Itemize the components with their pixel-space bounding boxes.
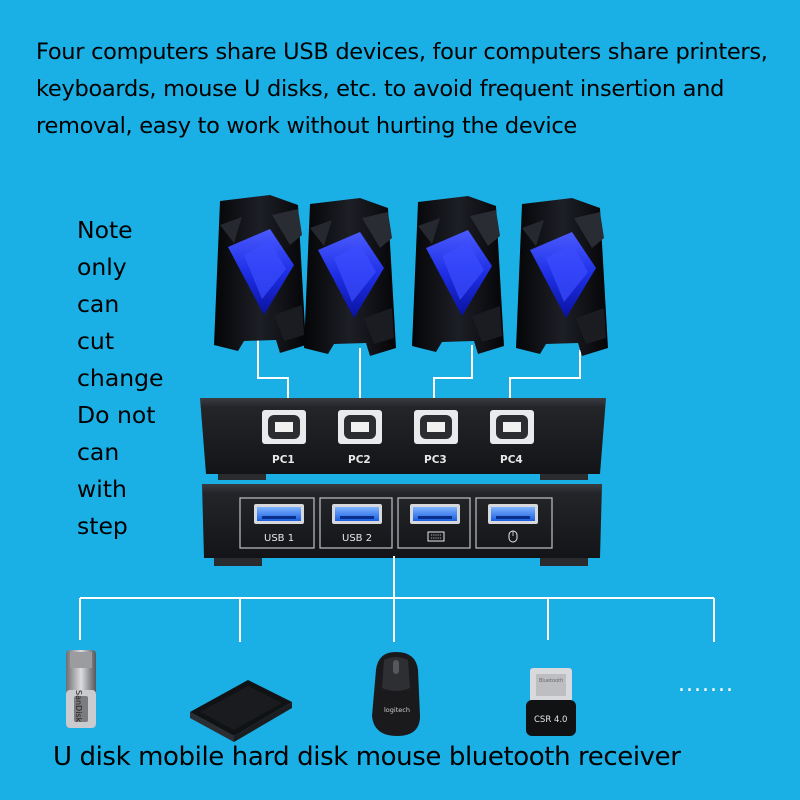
pc-port[interactable] (338, 410, 382, 444)
note-line: can (77, 290, 120, 318)
computer-tower-icon (214, 195, 306, 353)
usb-port[interactable] (488, 504, 538, 524)
usb-port-label: USB 2 (342, 533, 372, 544)
computer-tower-icon (304, 198, 396, 356)
kvm-switch-pc-side (200, 398, 606, 480)
device-cables (79, 556, 715, 642)
note-line: Do not (77, 401, 156, 429)
usb-port[interactable] (332, 504, 382, 524)
hard-disk-icon (190, 680, 292, 742)
keyboard-icon (427, 531, 445, 542)
pc-port-label: PC4 (500, 454, 523, 466)
note-line: cut (77, 327, 115, 355)
computer-tower-icon (516, 198, 608, 356)
headline-line-1: Four computers share USB devices, four c… (36, 39, 768, 65)
pc-port-label: PC1 (272, 454, 295, 466)
usb-disk-icon: SanDisk (66, 650, 96, 728)
note-text: Note only can cut change Do not can with… (77, 212, 163, 545)
bluetooth-small-brand: Bluetooth (539, 678, 563, 684)
pc-port[interactable] (262, 410, 306, 444)
pc-port[interactable] (414, 410, 458, 444)
pc-port-label: PC3 (424, 454, 447, 466)
mouse-brand: logitech (384, 706, 410, 714)
note-line: can (77, 438, 120, 466)
pc-port-label: PC2 (348, 454, 371, 466)
usb-port[interactable] (410, 504, 460, 524)
usb-port[interactable] (254, 504, 304, 524)
more-devices: ....... (678, 672, 734, 697)
note-line: only (77, 253, 127, 281)
note-line: step (77, 512, 128, 540)
note-line: with (77, 475, 127, 503)
mouse-icon (508, 530, 518, 543)
usb-port-label: USB 1 (264, 533, 294, 544)
bluetooth-receiver-icon: Bluetooth CSR 4.0 (526, 668, 576, 736)
computer-tower-icon (412, 196, 504, 354)
mouse-device-icon: logitech (372, 652, 420, 736)
kvm-switch-usb-side (202, 484, 602, 566)
pc-port[interactable] (490, 410, 534, 444)
bluetooth-brand: CSR 4.0 (534, 715, 567, 725)
note-line: change (77, 364, 164, 392)
headline: Four computers share USB devices, four c… (36, 34, 796, 145)
note-line: Note (77, 216, 133, 244)
headline-line-2: keyboards, mouse U disks, etc. to avoid … (36, 76, 725, 102)
headline-line-3: removal, easy to work without hurting th… (36, 113, 577, 139)
usb-disk-brand: SanDisk (74, 690, 83, 723)
caption: U disk mobile hard disk mouse bluetooth … (53, 742, 681, 772)
